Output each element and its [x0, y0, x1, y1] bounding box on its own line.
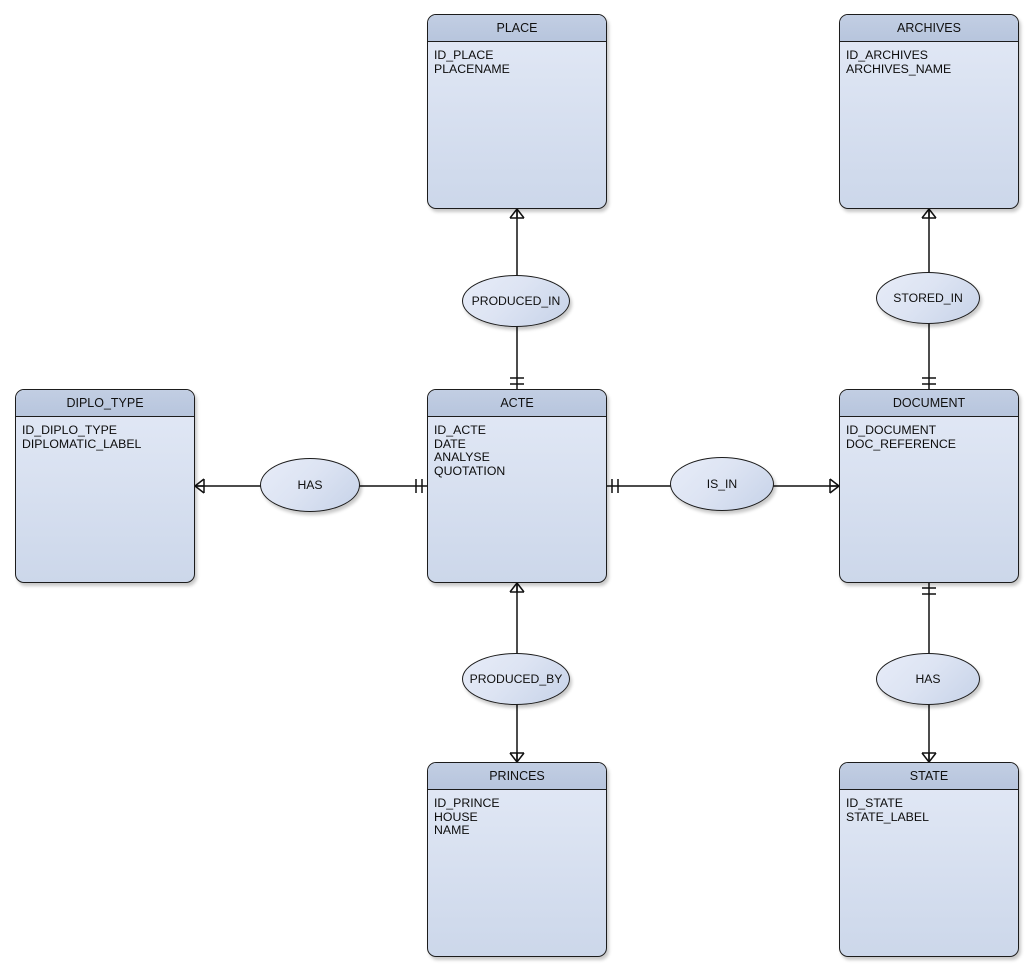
entity-title-document: DOCUMENT: [840, 390, 1018, 417]
relationship-label-has_right: HAS: [915, 672, 941, 686]
relationship-produced_by[interactable]: PRODUCED_BY: [462, 653, 570, 705]
attribute: ANALYSE: [434, 450, 490, 465]
entity-title-state: STATE: [840, 763, 1018, 790]
attribute: PLACENAME: [434, 61, 510, 76]
relationship-produced_in[interactable]: PRODUCED_IN: [462, 275, 570, 327]
entity-title-princes: PRINCES: [428, 763, 606, 790]
relationship-has_right[interactable]: HAS: [876, 653, 980, 705]
attribute: ARCHIVES_NAME: [846, 61, 952, 76]
attribute: DIPLOMATIC_LABEL: [22, 436, 142, 451]
attribute: ID_DIPLO_TYPE: [22, 423, 117, 437]
relationship-label-has_left: HAS: [297, 478, 323, 492]
relationship-label-is_in: IS_IN: [706, 477, 738, 491]
relationship-label-produced_by: PRODUCED_BY: [469, 672, 563, 686]
relationship-label-produced_in: PRODUCED_IN: [471, 294, 561, 308]
attribute: ID_PRINCE: [434, 796, 500, 810]
attribute: ID_DOCUMENT: [846, 423, 937, 437]
attribute: DATE: [434, 436, 466, 451]
attribute: ID_PLACE: [434, 48, 494, 62]
attribute: QUOTATION: [434, 463, 506, 478]
relationship-stored_in[interactable]: STORED_IN: [876, 272, 980, 324]
attribute: NAME: [434, 823, 470, 838]
entity-title-acte: ACTE: [428, 390, 606, 417]
entity-title-archives: ARCHIVES: [840, 15, 1018, 42]
attribute: ID_ARCHIVES: [846, 48, 929, 62]
relationship-label-stored_in: STORED_IN: [893, 291, 963, 305]
attribute: ID_ACTE: [434, 423, 486, 437]
attribute: STATE_LABEL: [846, 809, 929, 824]
attribute: ID_STATE: [846, 796, 903, 810]
attribute: DOC_REFERENCE: [846, 436, 957, 451]
attribute: HOUSE: [434, 809, 478, 824]
relationship-has_left[interactable]: HAS: [260, 458, 360, 512]
entity-title-place: PLACE: [428, 15, 606, 42]
entity-title-diplo_type: DIPLO_TYPE: [16, 390, 194, 417]
relationship-is_in[interactable]: IS_IN: [670, 457, 774, 511]
